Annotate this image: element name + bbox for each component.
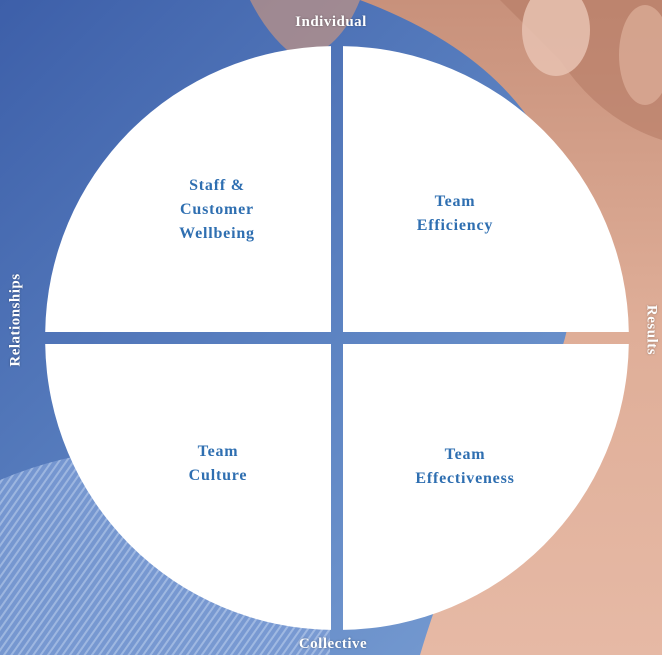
quadrant-bottom-left — [45, 344, 331, 630]
quadrant-top-left — [45, 46, 331, 332]
quadrant-top-right — [343, 46, 629, 332]
axis-label-relationships: Relationships — [7, 273, 24, 367]
quadrant-label-line: Team — [434, 193, 476, 210]
quadrant-label-line: Wellbeing — [179, 225, 255, 242]
quadrant-label-team-efficiency: Team Efficiency — [365, 190, 545, 238]
quadrant-label-line: Efficiency — [416, 217, 494, 234]
quadrant-bottom-right — [343, 344, 629, 630]
quadrant-label-staff-customer-wellbeing: Staff & Customer Wellbeing — [127, 174, 307, 246]
quadrant-label-line: Effectiveness — [415, 470, 515, 487]
quadrant-label-team-culture: Team Culture — [128, 440, 308, 488]
quadrant-label-team-effectiveness: Team Effectiveness — [375, 443, 555, 491]
quadrant-label-line: Team — [444, 446, 486, 463]
axis-label-individual: Individual — [295, 14, 367, 30]
quadrant-label-line: Culture — [188, 467, 248, 484]
quadrant-label-line: Staff & — [189, 177, 245, 194]
quadrant-label-line: Customer — [180, 201, 254, 218]
quadrant-label-line: Team — [197, 443, 239, 460]
axis-label-collective: Collective — [298, 636, 368, 652]
axis-label-results: Results — [643, 304, 660, 356]
